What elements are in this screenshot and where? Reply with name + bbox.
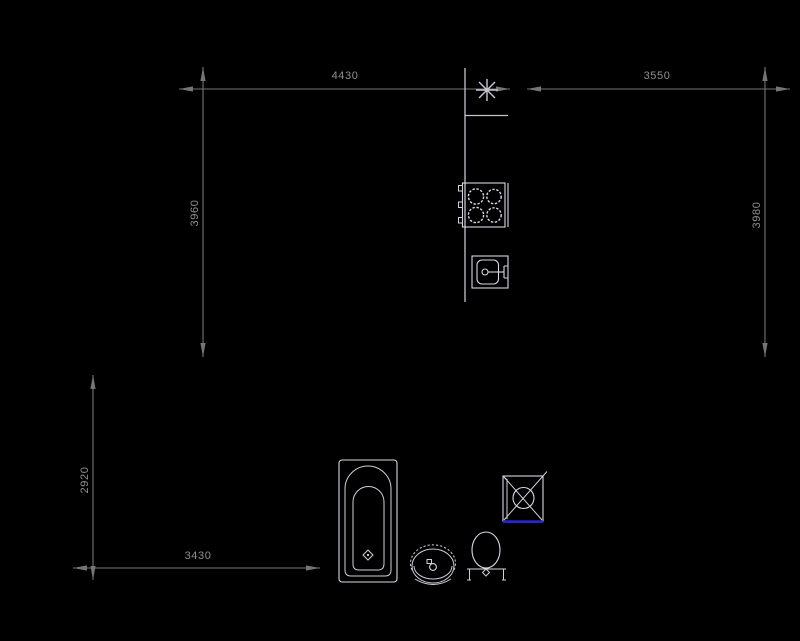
arrow-left-icon [527,86,541,92]
arrow-up-icon [90,375,96,389]
stove-knob [458,201,463,208]
ceiling-light-star-icon [476,79,498,101]
dimension-label: 2920 [79,467,91,494]
dimension-label: 4430 [332,70,359,82]
arrow-down-icon [762,343,768,357]
dimension-bottom-left: 2920 [79,375,96,580]
drain-icon [362,549,374,561]
arrow-up-icon [762,67,768,81]
dimension-right: 3980 [751,67,768,357]
dimension-label: 3980 [751,202,763,229]
dimension-top-right: 3550 [527,70,790,92]
arrow-down-icon [200,343,206,357]
dimension-top-left: 4430 [179,70,510,92]
shower-drain-icon [512,486,535,510]
arrow-right-icon [496,86,510,92]
four-burner-stove-icon [458,182,509,228]
dimension-label: 3960 [189,200,201,227]
shower-crossed-square-icon [502,471,548,524]
kitchen-sink-faucet-icon [471,255,509,289]
dimension-label: 3430 [185,550,212,562]
arrow-up-icon [200,67,206,81]
arrow-right-icon [306,565,320,571]
dimension-bottom: 3430 [73,550,320,571]
dimension-label: 3550 [644,70,671,82]
arrow-right-icon [776,86,790,92]
flush-valve-icon [481,568,491,577]
dimension-left: 3960 [189,67,206,357]
washbasin-icon [410,544,456,585]
arrow-left-icon [179,86,193,92]
stove-knob [458,217,463,224]
arrow-down-icon [90,566,96,580]
toilet-icon [467,531,506,581]
stove-knob [458,185,463,192]
bathtub-icon [338,459,398,583]
arrow-left-icon [73,565,87,571]
